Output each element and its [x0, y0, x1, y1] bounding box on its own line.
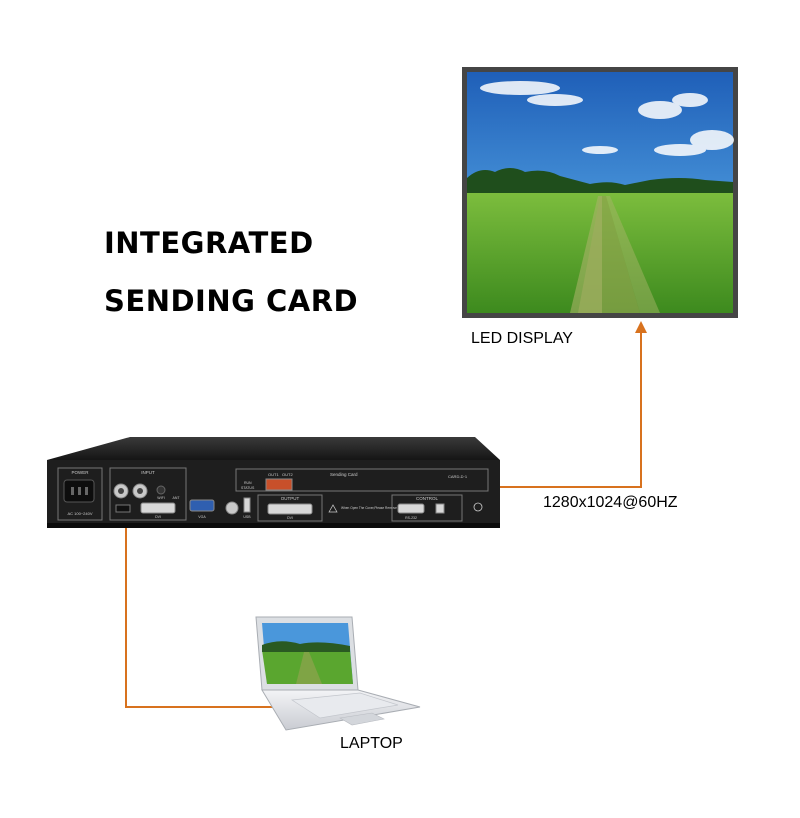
heading-line-2: SENDING CARD [104, 284, 359, 318]
dvi-out-label: DVI [287, 516, 293, 520]
dvi-port-icon [140, 502, 176, 514]
out2-label: OUT2 [282, 472, 293, 477]
connection-arrow-from-laptop [120, 514, 273, 708]
output-label: OUTPUT [281, 496, 300, 501]
led-display [462, 67, 738, 318]
input-label: INPUT [141, 470, 155, 475]
card-id-label: CARD-D·1 [448, 474, 468, 479]
laptop-touchpad [339, 712, 385, 726]
dvi-in-label: DVI [155, 515, 161, 519]
vga-port-icon [189, 499, 215, 512]
hdmi-port-icon [115, 504, 131, 513]
bnc-port-icon [225, 501, 239, 515]
out1-label: OUT1 [268, 472, 279, 477]
laptop-label: LAPTOP [340, 735, 403, 752]
laptop-keyboard [290, 692, 399, 719]
sending-card-label: Sending Card [330, 472, 358, 477]
usb-b-port-icon [435, 503, 445, 514]
heading-line-1: INTEGRATED [104, 226, 314, 260]
cloud-decoration [480, 81, 734, 156]
warning-icon [328, 504, 338, 513]
status-label: STATUS [241, 486, 255, 490]
connection-arrow-to-display [465, 321, 647, 488]
rs232-label: RS-232 [405, 516, 417, 520]
run-label: RUN [244, 481, 252, 485]
rs232-port-icon [397, 503, 425, 514]
resolution-label: 1280x1024@60HZ [543, 494, 678, 511]
power-rating: AC 100~240V [67, 511, 92, 516]
warning-text: When Open The Cover,Please Remove The Po… [341, 506, 425, 510]
led-display-label: LED DISPLAY [471, 330, 573, 347]
vga-label: VGA [198, 515, 206, 519]
sending-card-device: POWER AC 100~240V INPUT WIFI ANT DVI VGA… [47, 437, 500, 528]
wifi-label: WIFI [157, 496, 164, 500]
power-label: POWER [71, 470, 89, 475]
ethernet-port-icon [265, 478, 293, 491]
usb-label: USB [243, 515, 251, 519]
ant-label: ANT [173, 496, 181, 500]
laptop [255, 616, 421, 731]
control-label: CONTROL [416, 496, 438, 501]
dvi-out-port-icon [267, 503, 313, 515]
usb-port-icon [243, 497, 251, 513]
ground-icon [473, 502, 483, 512]
